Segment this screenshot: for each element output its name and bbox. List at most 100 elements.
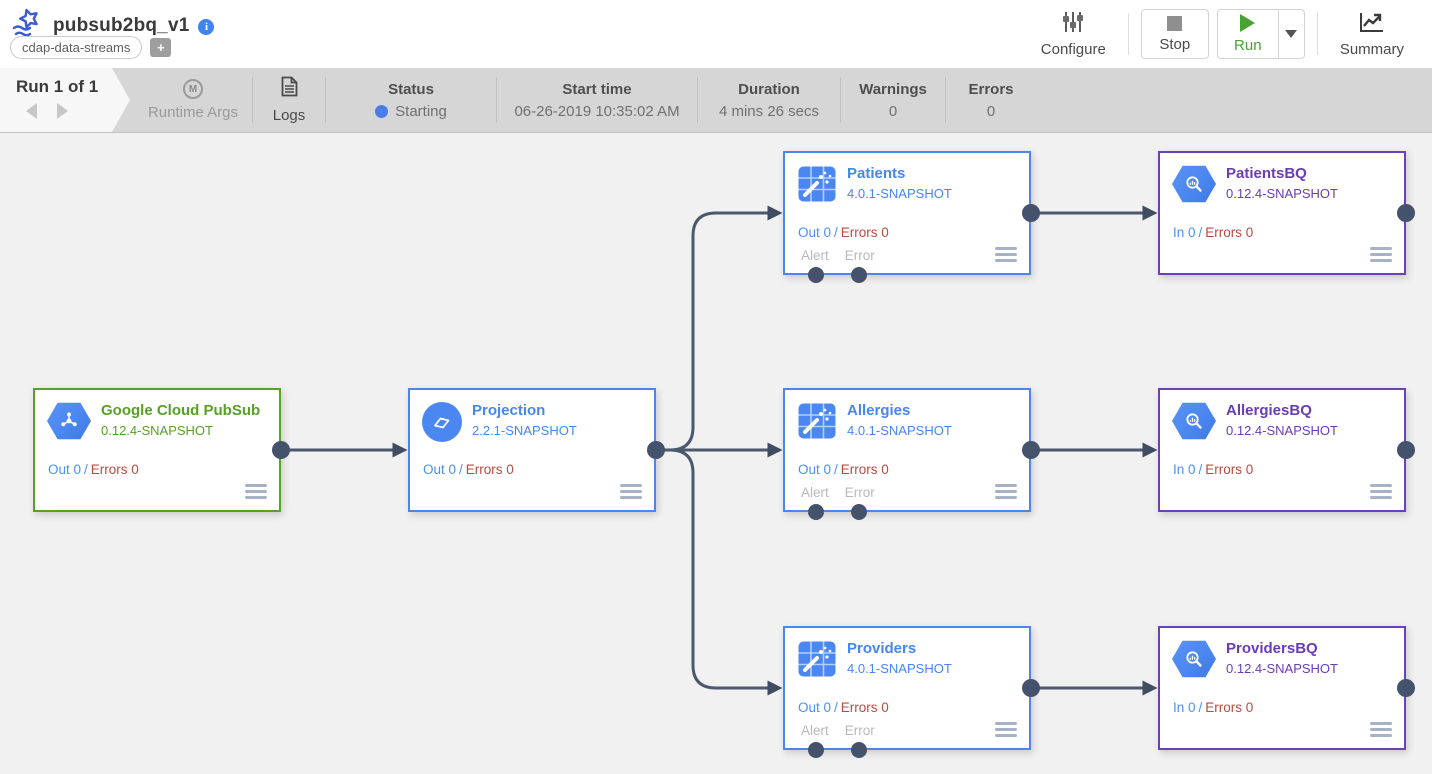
node-allergies[interactable]: Allergies 4.0.1-SNAPSHOT Out 0/Errors 0 … [783, 388, 1031, 512]
divider [1316, 13, 1318, 55]
errors-label: Errors [968, 80, 1014, 98]
configure-button[interactable]: Configure [1031, 11, 1116, 58]
logs-label: Logs [272, 107, 306, 124]
projection-icon [422, 402, 462, 442]
bigquery-icon [1172, 165, 1216, 203]
node-title: Projection [472, 402, 546, 419]
run-button[interactable]: Run [1218, 10, 1278, 58]
node-patientsbq[interactable]: PatientsBQ 0.12.4-SNAPSHOT In 0/Errors 0 [1158, 151, 1406, 275]
duration-value: 4 mins 26 secs [718, 102, 820, 120]
start-time-section: Start time 06-26-2019 10:35:02 AM [497, 68, 697, 132]
node-menu-icon[interactable] [1370, 722, 1392, 737]
edge-projection-providers [656, 448, 783, 696]
node-metrics: Out 0/Errors 0 [798, 462, 889, 477]
pipeline-header: pubsub2bq_v1 i cdap-data-streams + Confi… [0, 0, 1432, 68]
error-port-label: Error [844, 723, 875, 738]
runtime-args-label: Runtime Args [147, 104, 239, 121]
node-metrics: Out 0/Errors 0 [798, 700, 889, 715]
node-allergiesbq[interactable]: AllergiesBQ 0.12.4-SNAPSHOT In 0/Errors … [1158, 388, 1406, 512]
start-time-label: Start time [562, 80, 632, 98]
error-port-label: Error [844, 248, 875, 263]
start-time-value: 06-26-2019 10:35:02 AM [514, 102, 680, 120]
add-tag-button[interactable]: + [150, 38, 172, 57]
node-menu-icon[interactable] [995, 484, 1017, 499]
duration-label: Duration [738, 80, 800, 98]
node-version: 2.2.1-SNAPSHOT [472, 423, 577, 438]
namespace-tag[interactable]: cdap-data-streams [10, 36, 143, 59]
previous-run-button[interactable] [26, 103, 37, 119]
node-version: 0.12.4-SNAPSHOT [1226, 186, 1338, 201]
node-menu-icon[interactable] [1370, 247, 1392, 262]
alert-port-label: Alert [801, 485, 829, 500]
node-metrics: Out 0/Errors 0 [423, 462, 514, 477]
errors-section: Errors 0 [946, 68, 1036, 132]
tag-row: cdap-data-streams + [10, 36, 172, 59]
node-title: Patients [847, 165, 906, 182]
wrangler-icon [797, 402, 837, 440]
divider [697, 77, 698, 123]
stop-icon [1167, 15, 1183, 31]
stop-button-box: Stop [1140, 9, 1209, 59]
node-version: 4.0.1-SNAPSHOT [847, 661, 952, 676]
header-actions: Configure Stop Run [1031, 0, 1414, 68]
node-title: Allergies [847, 402, 911, 419]
info-icon[interactable]: i [198, 18, 215, 35]
node-patients[interactable]: Patients 4.0.1-SNAPSHOT Out 0/Errors 0 A… [783, 151, 1031, 275]
run-options-button[interactable] [1277, 10, 1304, 58]
node-port-labels: Alert Error [801, 723, 875, 738]
node-title: ProvidersBQ [1226, 640, 1318, 657]
node-port-labels: Alert Error [801, 485, 875, 500]
node-providers[interactable]: Providers 4.0.1-SNAPSHOT Out 0/Errors 0 … [783, 626, 1031, 750]
bigquery-icon [1172, 640, 1216, 678]
node-providersbq[interactable]: ProvidersBQ 0.12.4-SNAPSHOT In 0/Errors … [1158, 626, 1406, 750]
node-version: 0.12.4-SNAPSHOT [1226, 661, 1338, 676]
logs-button[interactable]: Logs [253, 68, 325, 132]
configure-label: Configure [1040, 40, 1106, 58]
play-icon [1240, 14, 1256, 32]
node-title: AllergiesBQ [1226, 402, 1312, 419]
pipeline-brand: pubsub2bq_v1 i [12, 8, 215, 43]
sliders-icon [1061, 11, 1085, 37]
alert-port-label: Alert [801, 723, 829, 738]
node-metrics: In 0/Errors 0 [1173, 700, 1254, 715]
warnings-label: Warnings [859, 80, 927, 98]
pipeline-title: pubsub2bq_v1 [53, 14, 190, 36]
node-version: 4.0.1-SNAPSHOT [847, 423, 952, 438]
run-status-bar: Run 1 of 1 M Runtime Args Logs Status St… [0, 68, 1432, 133]
node-title: Google Cloud PubSub [101, 402, 261, 419]
node-google-cloud-pubsub[interactable]: Google Cloud PubSub 0.12.4-SNAPSHOT Out … [33, 388, 281, 512]
node-menu-icon[interactable] [245, 484, 267, 499]
node-menu-icon[interactable] [620, 484, 642, 499]
node-title: PatientsBQ [1226, 165, 1307, 182]
run-button-group: Run [1216, 9, 1305, 59]
summary-button[interactable]: Summary [1330, 11, 1414, 58]
node-menu-icon[interactable] [995, 247, 1017, 262]
node-menu-icon[interactable] [995, 722, 1017, 737]
node-version: 4.0.1-SNAPSHOT [847, 186, 952, 201]
node-port-labels: Alert Error [801, 248, 875, 263]
macro-icon: M [183, 79, 203, 99]
alert-port-label: Alert [801, 248, 829, 263]
next-run-button[interactable] [57, 103, 68, 119]
realtime-pipeline-icon [12, 8, 44, 43]
divider [840, 77, 841, 123]
divider [945, 77, 946, 123]
status-value: Starting [395, 102, 447, 120]
divider [252, 77, 253, 123]
pubsub-icon [47, 402, 91, 440]
warnings-section: Warnings 0 [841, 68, 945, 132]
stop-button[interactable]: Stop [1142, 10, 1208, 58]
runtime-args-button[interactable]: M Runtime Args [134, 68, 252, 132]
status-dot-icon [375, 104, 389, 118]
status-section: Status Starting [326, 68, 496, 132]
node-version: 0.12.4-SNAPSHOT [101, 423, 213, 438]
node-version: 0.12.4-SNAPSHOT [1226, 423, 1338, 438]
node-menu-icon[interactable] [1370, 484, 1392, 499]
pipeline-canvas[interactable]: Google Cloud PubSub 0.12.4-SNAPSHOT Out … [0, 133, 1432, 774]
divider [1127, 13, 1129, 55]
run-counter: Run 1 of 1 [16, 77, 99, 96]
chart-icon [1359, 11, 1385, 37]
node-projection[interactable]: Projection 2.2.1-SNAPSHOT Out 0/Errors 0 [408, 388, 656, 512]
stop-label: Stop [1159, 35, 1191, 53]
wrangler-icon [797, 640, 837, 678]
